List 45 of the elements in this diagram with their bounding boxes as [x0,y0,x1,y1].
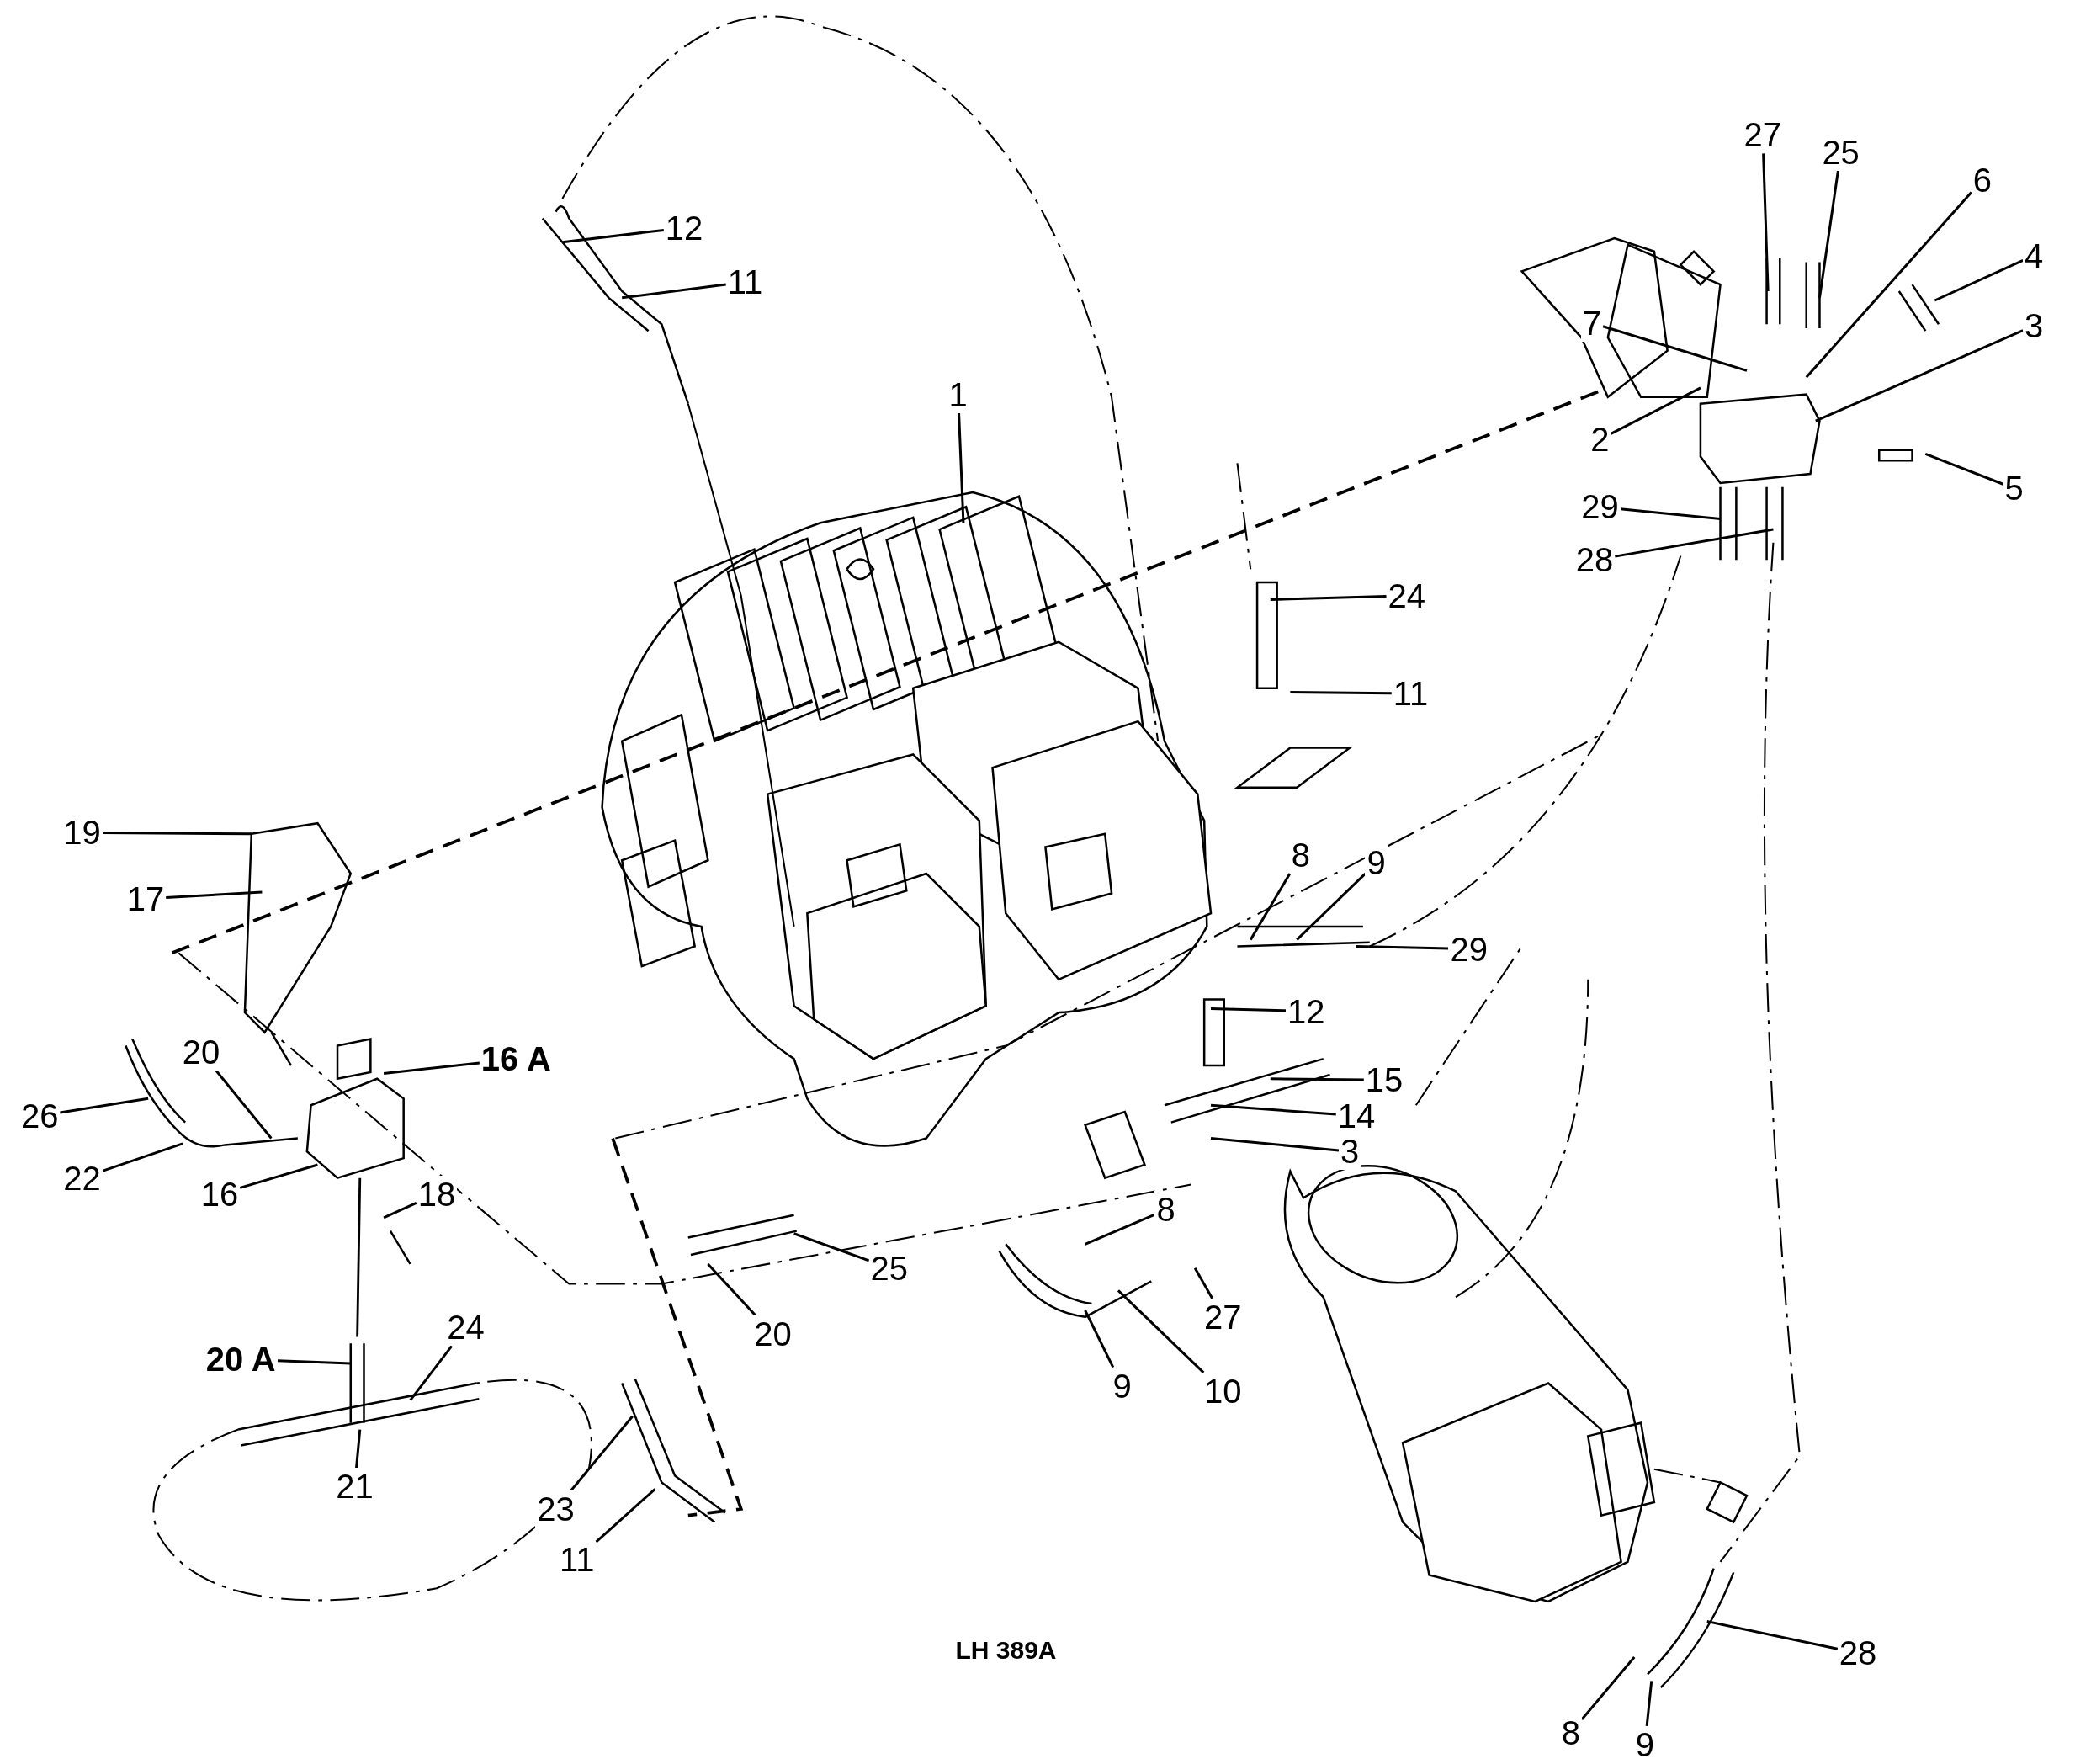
leader-line [166,890,263,899]
leader-line [1117,1289,1205,1373]
leader-line [239,1163,318,1189]
leader-line [409,1345,453,1401]
leader-line [958,412,965,523]
leader-line [1620,507,1721,520]
leader-line [1805,191,1972,379]
leader-line [383,1061,480,1075]
leader-line [1610,386,1701,435]
drawing-number: LH 389A [955,1635,1057,1665]
leader-line [1270,1077,1364,1081]
leader-line [793,1232,870,1262]
leader-line [621,283,726,300]
leader-line [1934,259,2024,302]
leader-line [1615,528,1774,558]
leader-line [1580,1656,1636,1721]
leader-line [1706,1620,1839,1650]
leader-line [562,228,665,244]
leader-line [570,1415,634,1491]
leader-line [707,1262,757,1317]
leader-line [1210,1007,1287,1012]
leader-line [102,831,252,836]
leader-line [60,1097,149,1114]
leader-line [1296,873,1367,941]
leader-line [1818,170,1839,299]
leader-line [1193,1267,1213,1299]
leader-line [1085,1213,1155,1246]
leader-line [277,1359,351,1365]
leader-line [1356,945,1449,950]
leader-line [1249,873,1292,941]
leader-line [1924,453,2004,486]
leader-line [1815,329,2024,422]
leader-line [1645,1681,1653,1726]
leader-line [383,1202,417,1219]
leader-line [1210,1103,1336,1116]
leader-line [1084,1310,1115,1368]
leader-line [1602,325,1748,372]
leader-line [1270,594,1387,601]
leader-line [102,1142,183,1172]
leader-line [355,1429,362,1469]
leader-line [1762,153,1770,292]
leader-line [215,1070,273,1140]
leader-line [1290,691,1392,695]
leader-line [595,1488,656,1544]
leader-line [1210,1137,1340,1152]
